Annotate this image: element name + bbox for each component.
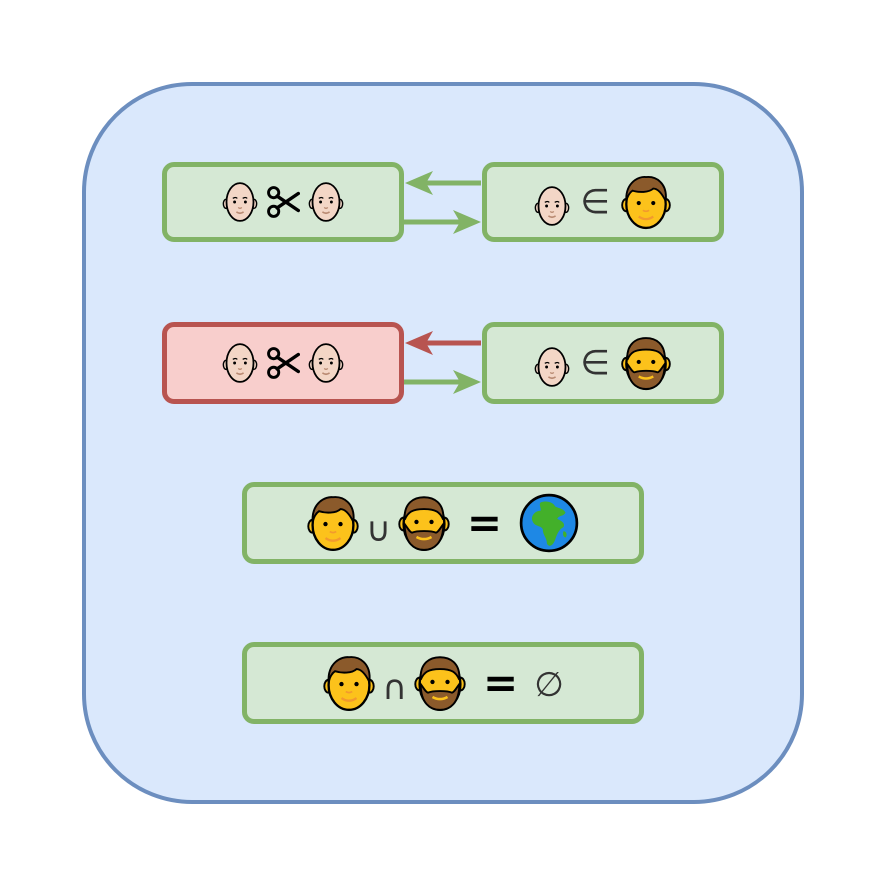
intersection-symbol: ∩ <box>382 668 408 708</box>
young-man-icon <box>322 654 376 712</box>
equals-symbol: = <box>483 658 519 707</box>
row1-right-box: ∈ <box>482 162 724 242</box>
young-man-icon <box>620 174 672 230</box>
union-box: ∪ = <box>242 482 644 564</box>
bald-face-icon <box>534 184 570 228</box>
bearded-man-icon <box>413 654 467 712</box>
bearded-man-icon <box>620 335 672 391</box>
young-man-icon <box>306 494 360 552</box>
bald-face-icon <box>222 180 258 224</box>
scissors-icon <box>266 346 300 380</box>
bald-face-icon <box>308 180 344 224</box>
row1-left-box <box>162 162 404 242</box>
equals-symbol: = <box>466 498 503 547</box>
element-of-symbol: ∈ <box>580 343 610 383</box>
element-of-symbol: ∈ <box>580 182 610 222</box>
globe-icon <box>518 492 580 554</box>
row2-right-box: ∈ <box>482 322 724 404</box>
row2-left-box <box>162 322 404 404</box>
bald-face-icon <box>222 341 258 385</box>
intersection-box: ∩ = ∅ <box>242 642 644 724</box>
union-symbol: ∪ <box>365 510 391 550</box>
bearded-man-icon <box>397 494 451 552</box>
scissors-icon <box>266 185 300 219</box>
empty-set-symbol: ∅ <box>534 665 564 705</box>
bald-face-icon <box>308 341 344 385</box>
bald-face-icon <box>534 345 570 389</box>
